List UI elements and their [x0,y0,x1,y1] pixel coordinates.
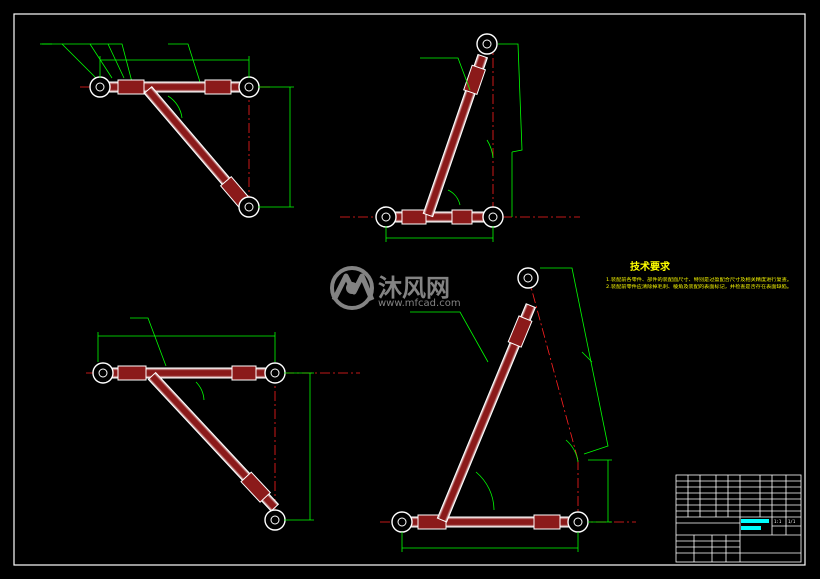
title-block-scale: 1:1 [774,519,782,524]
drawing-border [13,13,806,566]
title-block [675,474,802,563]
requirement-line-1: 1.装配前各零件、部件的装配面尺寸、特别是过盈配合尺寸及相关精度进行复查。 [606,276,792,283]
mf-logo-icon [330,266,375,310]
requirements-title: 技术要求 [630,260,671,273]
view-top-left [40,43,294,218]
watermark-name: 沐风网 [378,274,450,302]
requirement-line-2: 2.装配前零件应清除掉毛刺、棱角及装配的表面标记，并检查是否存在表面缺陷。 [606,283,792,290]
view-bottom-right [380,267,636,552]
view-bottom-left [86,317,360,531]
view-top-right [340,33,580,242]
watermark: 沐风网 www.mfcad.com [330,266,461,310]
watermark-url: www.mfcad.com [378,298,461,309]
title-block-text: 1:1 1/1 [774,519,796,524]
technical-requirements: 技术要求 1.装配前各零件、部件的装配面尺寸、特别是过盈配合尺寸及相关精度进行复… [606,260,792,290]
title-block-sheet: 1/1 [788,519,796,524]
